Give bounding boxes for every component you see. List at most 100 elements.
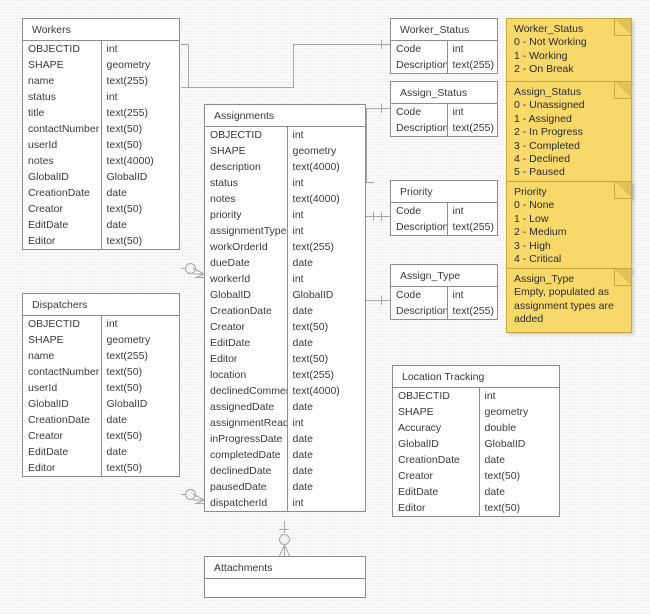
crowsfoot-workerid-icon bbox=[192, 267, 205, 278]
note-line: 3 - High bbox=[514, 239, 551, 252]
note-assign-type[interactable]: Assign_Type Empty, populated as assignme… bbox=[506, 268, 632, 333]
note-worker-status[interactable]: Worker_Status 0 - Not Working 1 - Workin… bbox=[506, 18, 632, 83]
connector-workers-status-stub bbox=[181, 44, 189, 45]
connector-workers-status-h2 bbox=[293, 44, 390, 45]
note-fold-icon bbox=[614, 182, 631, 199]
crowsfoot-dispatcherid-icon bbox=[192, 493, 205, 504]
entity-title: Priority bbox=[391, 181, 497, 203]
connector-dispatcher-assign-in bbox=[196, 503, 204, 504]
entity-title: Attachments bbox=[205, 557, 365, 579]
connector-optional-circle-attachments bbox=[279, 534, 290, 545]
note-fold-icon bbox=[614, 269, 631, 286]
connector-workers-status-h1 bbox=[188, 87, 293, 88]
note-line: Empty, populated as assignment types are… bbox=[514, 286, 614, 326]
note-line: 4 - Declined bbox=[514, 153, 571, 166]
connector-one-tick-priority bbox=[373, 212, 374, 221]
connector-optional-circle-dispatcher bbox=[185, 489, 196, 500]
connector-assign-type-h bbox=[360, 300, 390, 301]
note-line: 0 - Not Working bbox=[514, 36, 587, 49]
entity-title: Assignments bbox=[205, 105, 365, 127]
entity-attachments[interactable]: Attachments bbox=[204, 556, 366, 598]
note-title: Worker_Status bbox=[514, 23, 584, 35]
connector-attachments-tick bbox=[279, 529, 289, 530]
connector-one-tick-assign-type bbox=[381, 296, 382, 305]
connector-priority-h1 bbox=[360, 216, 390, 217]
note-assign-status[interactable]: Assign_Status 0 - Unassigned 1 - Assigne… bbox=[506, 81, 632, 200]
connector-one-tick-worker-status bbox=[381, 40, 382, 49]
note-line: 1 - Assigned bbox=[514, 112, 572, 125]
connector-one-tick-assign-status bbox=[381, 104, 382, 113]
note-line: 4 - Critical bbox=[514, 253, 562, 266]
connector-workers-status-stub2 bbox=[181, 87, 189, 88]
entity-title: Assign_Status bbox=[391, 82, 497, 104]
connector-assign-status-v bbox=[366, 108, 367, 182]
note-line: 1 - Low bbox=[514, 212, 549, 225]
note-title: Assign_Type bbox=[514, 273, 575, 285]
note-line: 1 - Working bbox=[514, 49, 568, 62]
note-priority[interactable]: Priority 0 - None 1 - Low 2 - Medium 3 -… bbox=[506, 181, 632, 273]
connector-assign-status-stub bbox=[366, 182, 374, 183]
note-line: 2 - On Break bbox=[514, 63, 574, 76]
connector-one-tick-priority2 bbox=[381, 212, 382, 221]
note-line: 5 - Paused bbox=[514, 166, 565, 179]
note-fold-icon bbox=[614, 19, 631, 36]
connector-optional-circle-worker bbox=[185, 263, 196, 274]
connector-attachments-v bbox=[284, 521, 285, 533]
note-line: 3 - Completed bbox=[514, 139, 580, 152]
